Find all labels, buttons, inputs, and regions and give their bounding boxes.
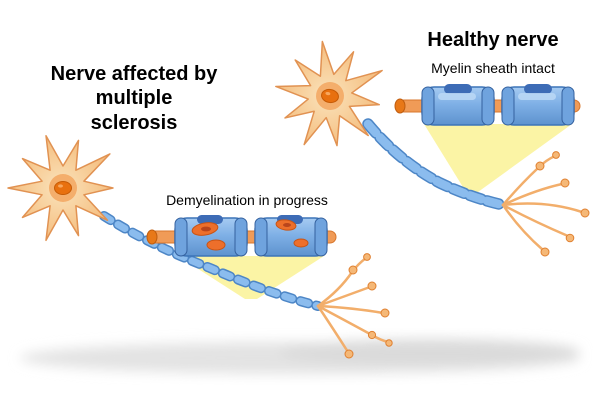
background-shadow	[20, 339, 580, 374]
ms-soma	[7, 134, 114, 242]
healthy-neuron	[266, 34, 590, 257]
healthy-neuron-title: Healthy nerve	[427, 29, 559, 51]
ms-neuron	[7, 134, 393, 359]
healthy-axon	[362, 118, 509, 211]
healthy-zoom-beam	[424, 124, 572, 192]
healthy-axon-terminals	[501, 151, 590, 257]
healthy-myelin-zoom	[394, 84, 581, 126]
healthy-zoom-label: Myelin sheath intact	[431, 60, 555, 76]
ms-axon	[99, 211, 323, 311]
healthy-soma	[266, 34, 390, 157]
ms-myelin-zoom	[146, 215, 337, 257]
ms-neuron-title: Nerve affected by multiple sclerosis	[50, 63, 218, 134]
ms-zoom-label: Demyelination in progress	[166, 192, 328, 208]
ms-axon-terminals	[316, 253, 393, 359]
